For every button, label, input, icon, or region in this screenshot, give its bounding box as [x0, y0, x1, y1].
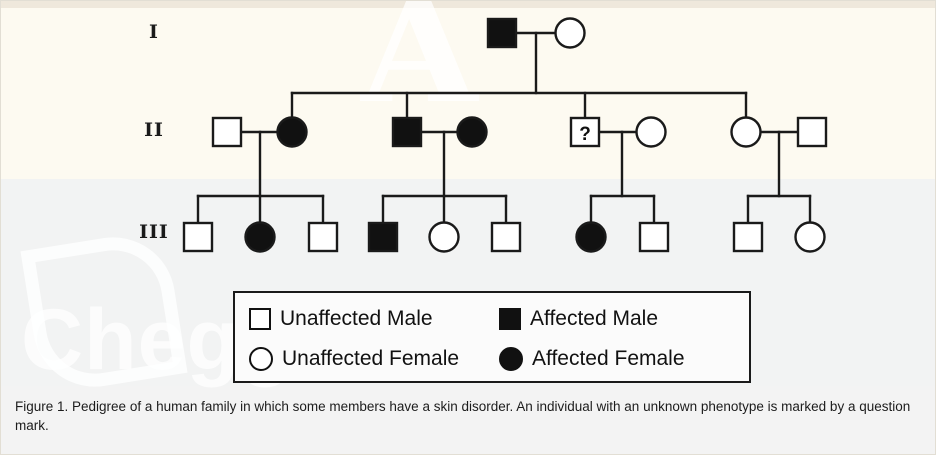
individual-III-8-unaffected-male [638, 221, 670, 253]
individual-III-6-unaffected-male [490, 221, 522, 253]
unaffected-male-square-icon [249, 308, 271, 330]
legend-row-females: Unaffected Female Affected Female [249, 339, 749, 379]
individual-III-4-affected-male [367, 221, 399, 253]
individual-III-10-unaffected-female [794, 221, 826, 253]
generation-label-3: III [139, 221, 169, 243]
legend-label-unaffected-male: Unaffected Male [280, 307, 433, 330]
individual-III-2-affected-female [244, 221, 276, 253]
legend-label-affected-male: Affected Male [530, 307, 659, 330]
individual-III-3-unaffected-male [307, 221, 339, 253]
individual-III-9-unaffected-male [732, 221, 764, 253]
legend-item-affected-male: Affected Male [499, 307, 749, 331]
question-mark-label: ? [579, 124, 591, 145]
legend-label-affected-female: Affected Female [532, 347, 685, 370]
individual-I-2-unaffected-female [554, 17, 586, 49]
individual-III-5-unaffected-female [428, 221, 460, 253]
individual-II-1-unaffected-male [211, 116, 243, 148]
affected-male-square-icon [499, 308, 521, 330]
individual-I-1-affected-male [486, 17, 518, 49]
individual-III-7-affected-female [575, 221, 607, 253]
legend-item-unaffected-male: Unaffected Male [249, 307, 499, 331]
individual-II-4-affected-female [456, 116, 488, 148]
generation-label-1: I [149, 21, 159, 43]
individual-III-1-unaffected-male [182, 221, 214, 253]
individual-II-3-affected-male [391, 116, 423, 148]
generation-label-2: II [144, 119, 164, 141]
individual-II-2-affected-female [276, 116, 308, 148]
legend-item-unaffected-female: Unaffected Female [249, 347, 499, 371]
individual-II-6-unaffected-female [635, 116, 667, 148]
legend-label-unaffected-female: Unaffected Female [282, 347, 460, 370]
individual-II-5-unknown-male [569, 116, 601, 148]
individual-II-7-unaffected-female [730, 116, 762, 148]
individual-II-8-unaffected-male [796, 116, 828, 148]
unaffected-female-circle-icon [249, 347, 273, 371]
legend-item-affected-female: Affected Female [499, 347, 749, 371]
legend-row-males: Unaffected Male Affected Male [249, 299, 749, 339]
legend: Unaffected Male Affected Male Unaffected… [233, 291, 751, 383]
affected-female-circle-icon [499, 347, 523, 371]
figure-caption: Figure 1. Pedigree of a human family in … [15, 399, 911, 433]
background-band-footer [1, 386, 935, 454]
background-top-strip [1, 1, 935, 8]
